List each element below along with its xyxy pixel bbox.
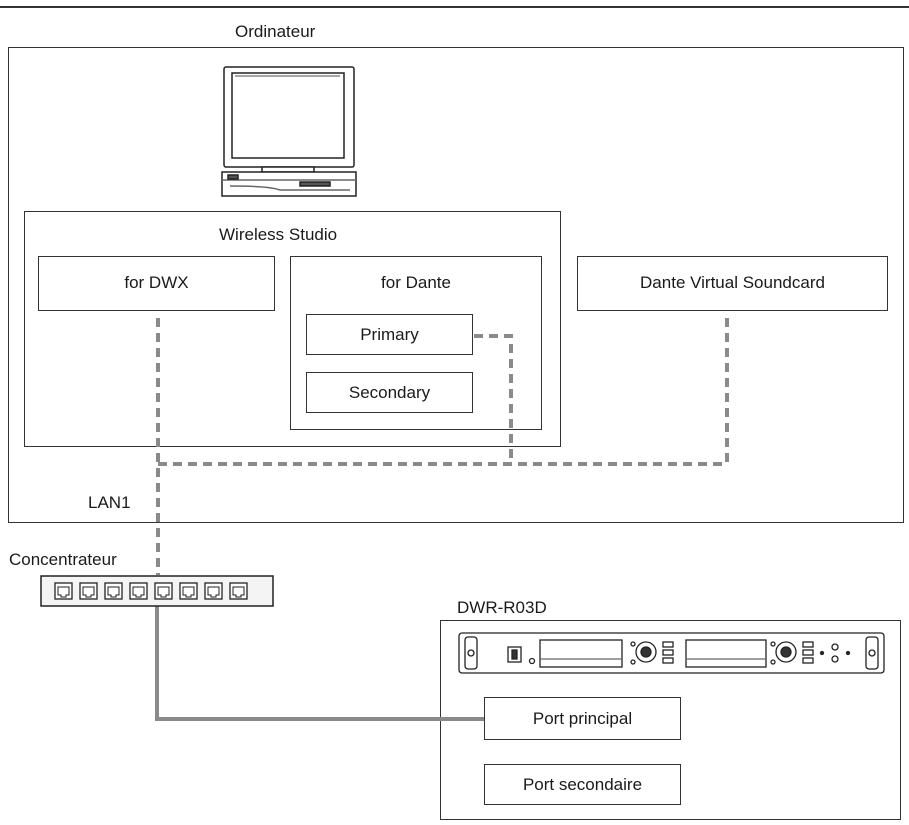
desktop-computer-icon: [221, 66, 357, 197]
network-hub-icon: [40, 575, 274, 607]
primary-to-bus-line: [474, 334, 513, 464]
primary-port-label: Port principal: [532, 709, 633, 728]
wireless-studio-label: Wireless Studio: [219, 225, 338, 244]
computer-label: Ordinateur: [235, 22, 316, 41]
dante-network-lines: [156, 318, 729, 575]
secondary-port-box: Port secondaire: [484, 764, 681, 805]
primary-label: Primary: [360, 325, 419, 344]
top-border: [0, 6, 909, 8]
receiver-label: DWR-R03D: [457, 598, 547, 617]
secondary-box: Secondary: [306, 372, 473, 413]
dante-virtual-soundcard-label: Dante Virtual Soundcard: [640, 273, 825, 292]
secondary-label: Secondary: [348, 383, 431, 402]
rack-receiver-icon: [458, 632, 885, 674]
for-dwx-label: for DWX: [124, 273, 189, 292]
for-dwx-box: for DWX: [38, 256, 275, 311]
hub-to-receiver-line: [155, 606, 484, 721]
primary-box: Primary: [306, 314, 473, 355]
lan-label: LAN1: [88, 493, 131, 512]
secondary-port-label: Port secondaire: [522, 775, 643, 794]
for-dante-label: for Dante: [381, 273, 451, 292]
dante-virtual-soundcard-box: Dante Virtual Soundcard: [577, 256, 888, 311]
primary-port-box: Port principal: [484, 697, 681, 740]
hub-label: Concentrateur: [9, 550, 117, 569]
